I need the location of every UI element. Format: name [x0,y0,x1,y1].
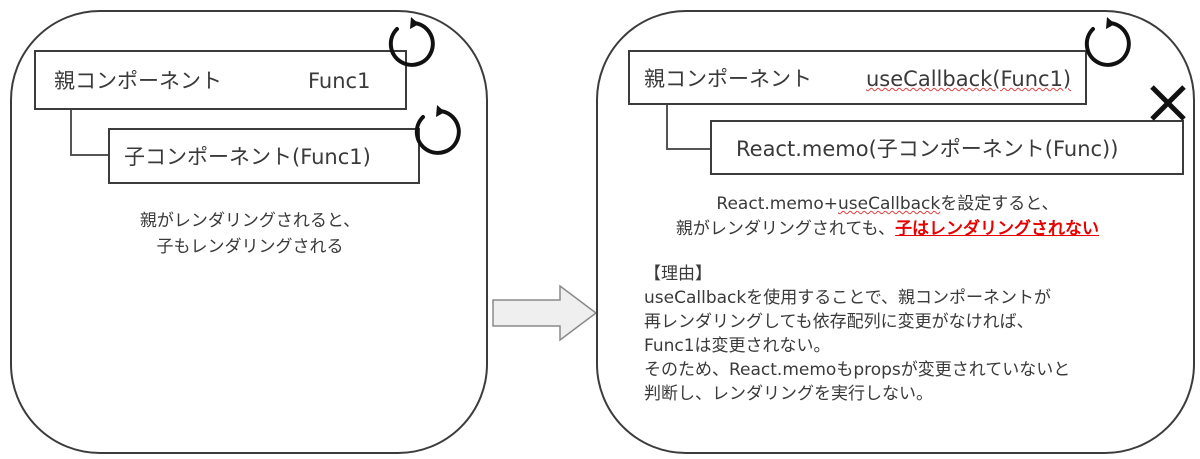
caption-setting-suffix: を設定すると、 [940,194,1059,214]
right-parent-func: useCallback(Func1) [866,67,1072,91]
reason-line: Func1は変更されない。 [644,336,831,356]
cross-icon [1150,85,1186,121]
right-arrow-icon [492,284,598,342]
left-caption-line-1: 親がレンダリングされると、 [139,211,361,231]
circular-arrow-icon [388,17,435,67]
reason-line: 再レンダリングしても依存配列に変更がなければ、 [644,312,1034,332]
left-parent-func: Func1 [308,69,371,93]
left-parent-component-box: 親コンポーネント Func1 [34,50,407,110]
caption-child-not-rendered: 子はレンダリングされない [895,219,1100,239]
caption-usecallback: useCallback [838,194,941,214]
left-caption-line-2: 子もレンダリングされる [156,237,344,257]
right-caption: React.memo+useCallbackを設定すると、 親がレンダリングされ… [600,192,1175,242]
right-child-label: React.memo(子コンポーネント(Func)) [736,137,1119,161]
circular-arrow-icon [414,105,461,155]
reason-block: 【理由】 useCallbackを使用することで、親コンポーネントが 再レンダリ… [644,262,1070,406]
reason-line: そのため、React.memoもpropsが変更されていないと [644,360,1071,380]
right-child-component-box: React.memo(子コンポーネント(Func)) [710,120,1184,175]
right-caption-line-1: React.memo+useCallbackを設定すると、 [600,192,1175,217]
right-parent-component-box: 親コンポーネント useCallback(Func1) [628,50,1087,105]
caption-parent-renders: 親がレンダリングされても、 [675,219,896,239]
reason-line: useCallbackを使用することで、親コンポーネントが [644,288,1052,308]
right-parent-label: 親コンポーネント [644,67,812,91]
left-child-component-box: 子コンポーネント(Func1) [108,128,420,184]
right-caption-line-2: 親がレンダリングされても、子はレンダリングされない [600,217,1175,242]
left-parent-label: 親コンポーネント [54,69,222,93]
reason-line: 判断し、レンダリングを実行しない。 [644,384,933,404]
reason-heading: 【理由】 [644,264,712,284]
left-tree-connector [70,108,112,156]
right-tree-connector [666,104,714,150]
left-child-label: 子コンポーネント(Func1) [124,145,371,169]
circular-arrow-icon [1084,17,1131,67]
left-caption: 親がレンダリングされると、 子もレンダリングされる [60,208,440,260]
caption-react-memo: React.memo+ [716,194,838,214]
